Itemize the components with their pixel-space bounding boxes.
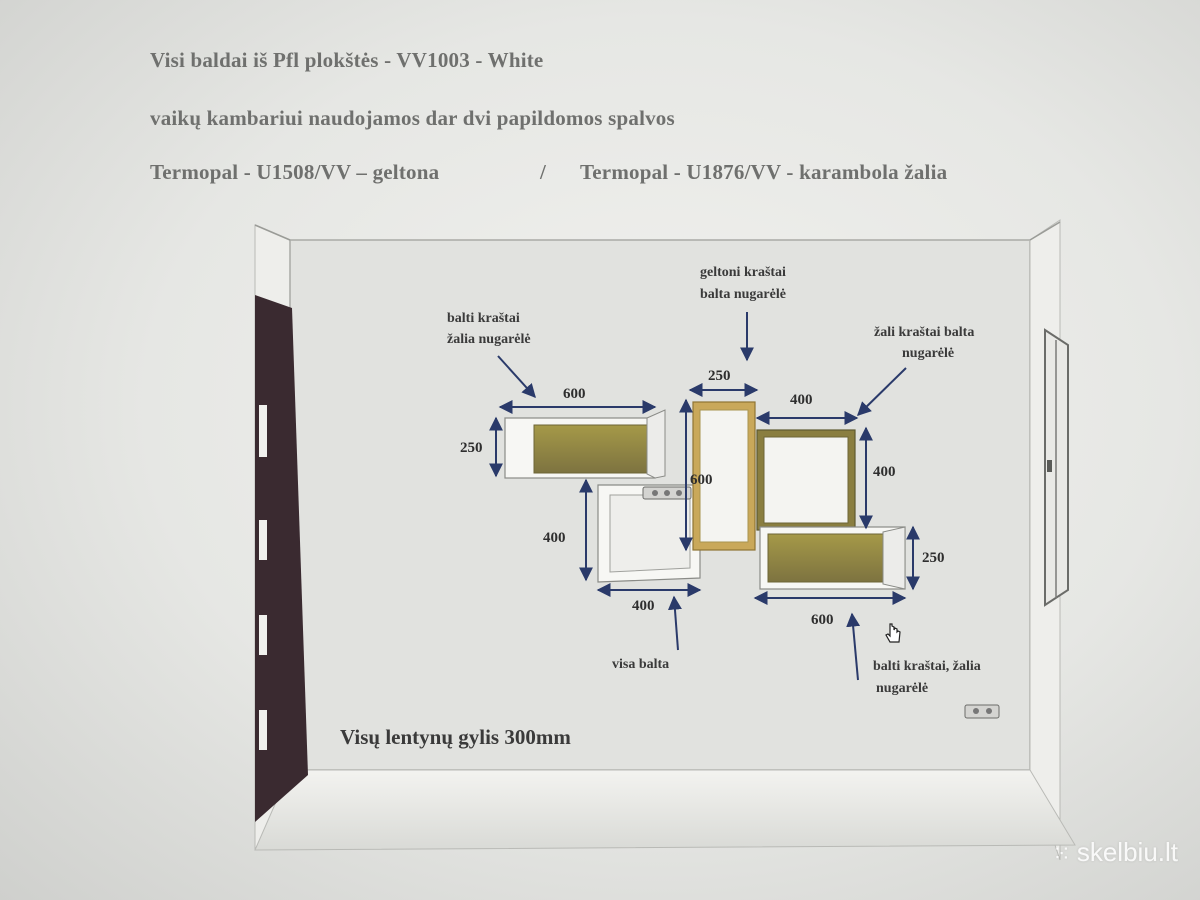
dim-s4-height: 250 [922, 550, 945, 566]
shelf4-side [882, 526, 906, 590]
shelf3-back-white [763, 436, 849, 524]
ceiling-edge-left [254, 224, 291, 241]
note-shelf4-line2: nugarėlė [876, 681, 928, 696]
note-shelf2-line2: balta nugarėlė [700, 287, 786, 302]
dim-s3-height: 400 [873, 464, 896, 480]
watermark-logo-icon: ⁙ [1052, 841, 1071, 866]
note-shelf3-line1: žali kraštai balta [874, 325, 974, 340]
note-shelf2-line1: geltoni kraštai [700, 265, 786, 280]
dim-s4-width: 600 [811, 612, 834, 628]
note-shelf4-line1: balti kraštai, žalia [873, 659, 981, 674]
door-panel-1 [259, 405, 267, 457]
dim-s2-width: 250 [708, 368, 731, 384]
dim-s5-height: 400 [543, 530, 566, 546]
dim-s5-width: 400 [632, 598, 655, 614]
note-shelf1-line1: balti kraštai [447, 311, 520, 326]
door-panel-2 [259, 520, 267, 560]
wall-socket-2-hole-b [986, 708, 992, 714]
wall-socket-1-hole-b [664, 490, 670, 496]
pointer-shelf3 [856, 367, 907, 416]
window-handle [1047, 460, 1052, 472]
door-panel-3 [259, 615, 267, 655]
ceiling-edge-right [1029, 221, 1061, 241]
note-shelf5: visa balta [612, 657, 669, 672]
note-shelf3-line2: nugarėlė [902, 346, 954, 361]
heading-color-yellow: Termopal - U1508/VV – geltona [150, 160, 440, 184]
pointer-shelf4 [846, 612, 861, 681]
door-panel-4 [259, 710, 267, 750]
dim-s2-height: 600 [690, 472, 713, 488]
wall-socket-1-hole-c [676, 490, 682, 496]
pointer-shelf5 [667, 595, 682, 651]
shelf1-right-panel [646, 409, 666, 479]
dim-s1-width: 600 [563, 386, 586, 402]
heading-extra-colors: vaikų kambariui naudojamos dar dvi papil… [150, 106, 675, 130]
door [255, 295, 308, 822]
shelf1-back-green [533, 424, 648, 474]
wall-socket-2-hole-a [973, 708, 979, 714]
hand-cursor-icon [885, 623, 901, 643]
heading-material: Visi baldai iš Pfl plokštės - VV1003 - W… [150, 48, 544, 72]
note-shelf1-line2: žalia nugarėlė [447, 332, 531, 347]
shelf4-back-green [767, 533, 884, 583]
watermark: ⁙skelbiu.lt [1052, 837, 1178, 868]
floor [254, 769, 1076, 851]
dim-s3-width: 400 [790, 392, 813, 408]
shelf2-back-white [699, 409, 749, 543]
heading-separator: / [540, 160, 547, 184]
heading-color-green: Termopal - U1876/VV - karambola žalia [580, 160, 948, 184]
watermark-text: skelbiu.lt [1076, 837, 1178, 867]
depth-note: Visų lentynų gylis 300mm [340, 725, 571, 749]
wall-socket-2 [964, 704, 1000, 719]
wall-socket-1-hole-a [652, 490, 658, 496]
shelf5-inner [609, 494, 691, 573]
pointer-shelf1 [497, 355, 536, 399]
dim-s1-height: 250 [460, 440, 483, 456]
